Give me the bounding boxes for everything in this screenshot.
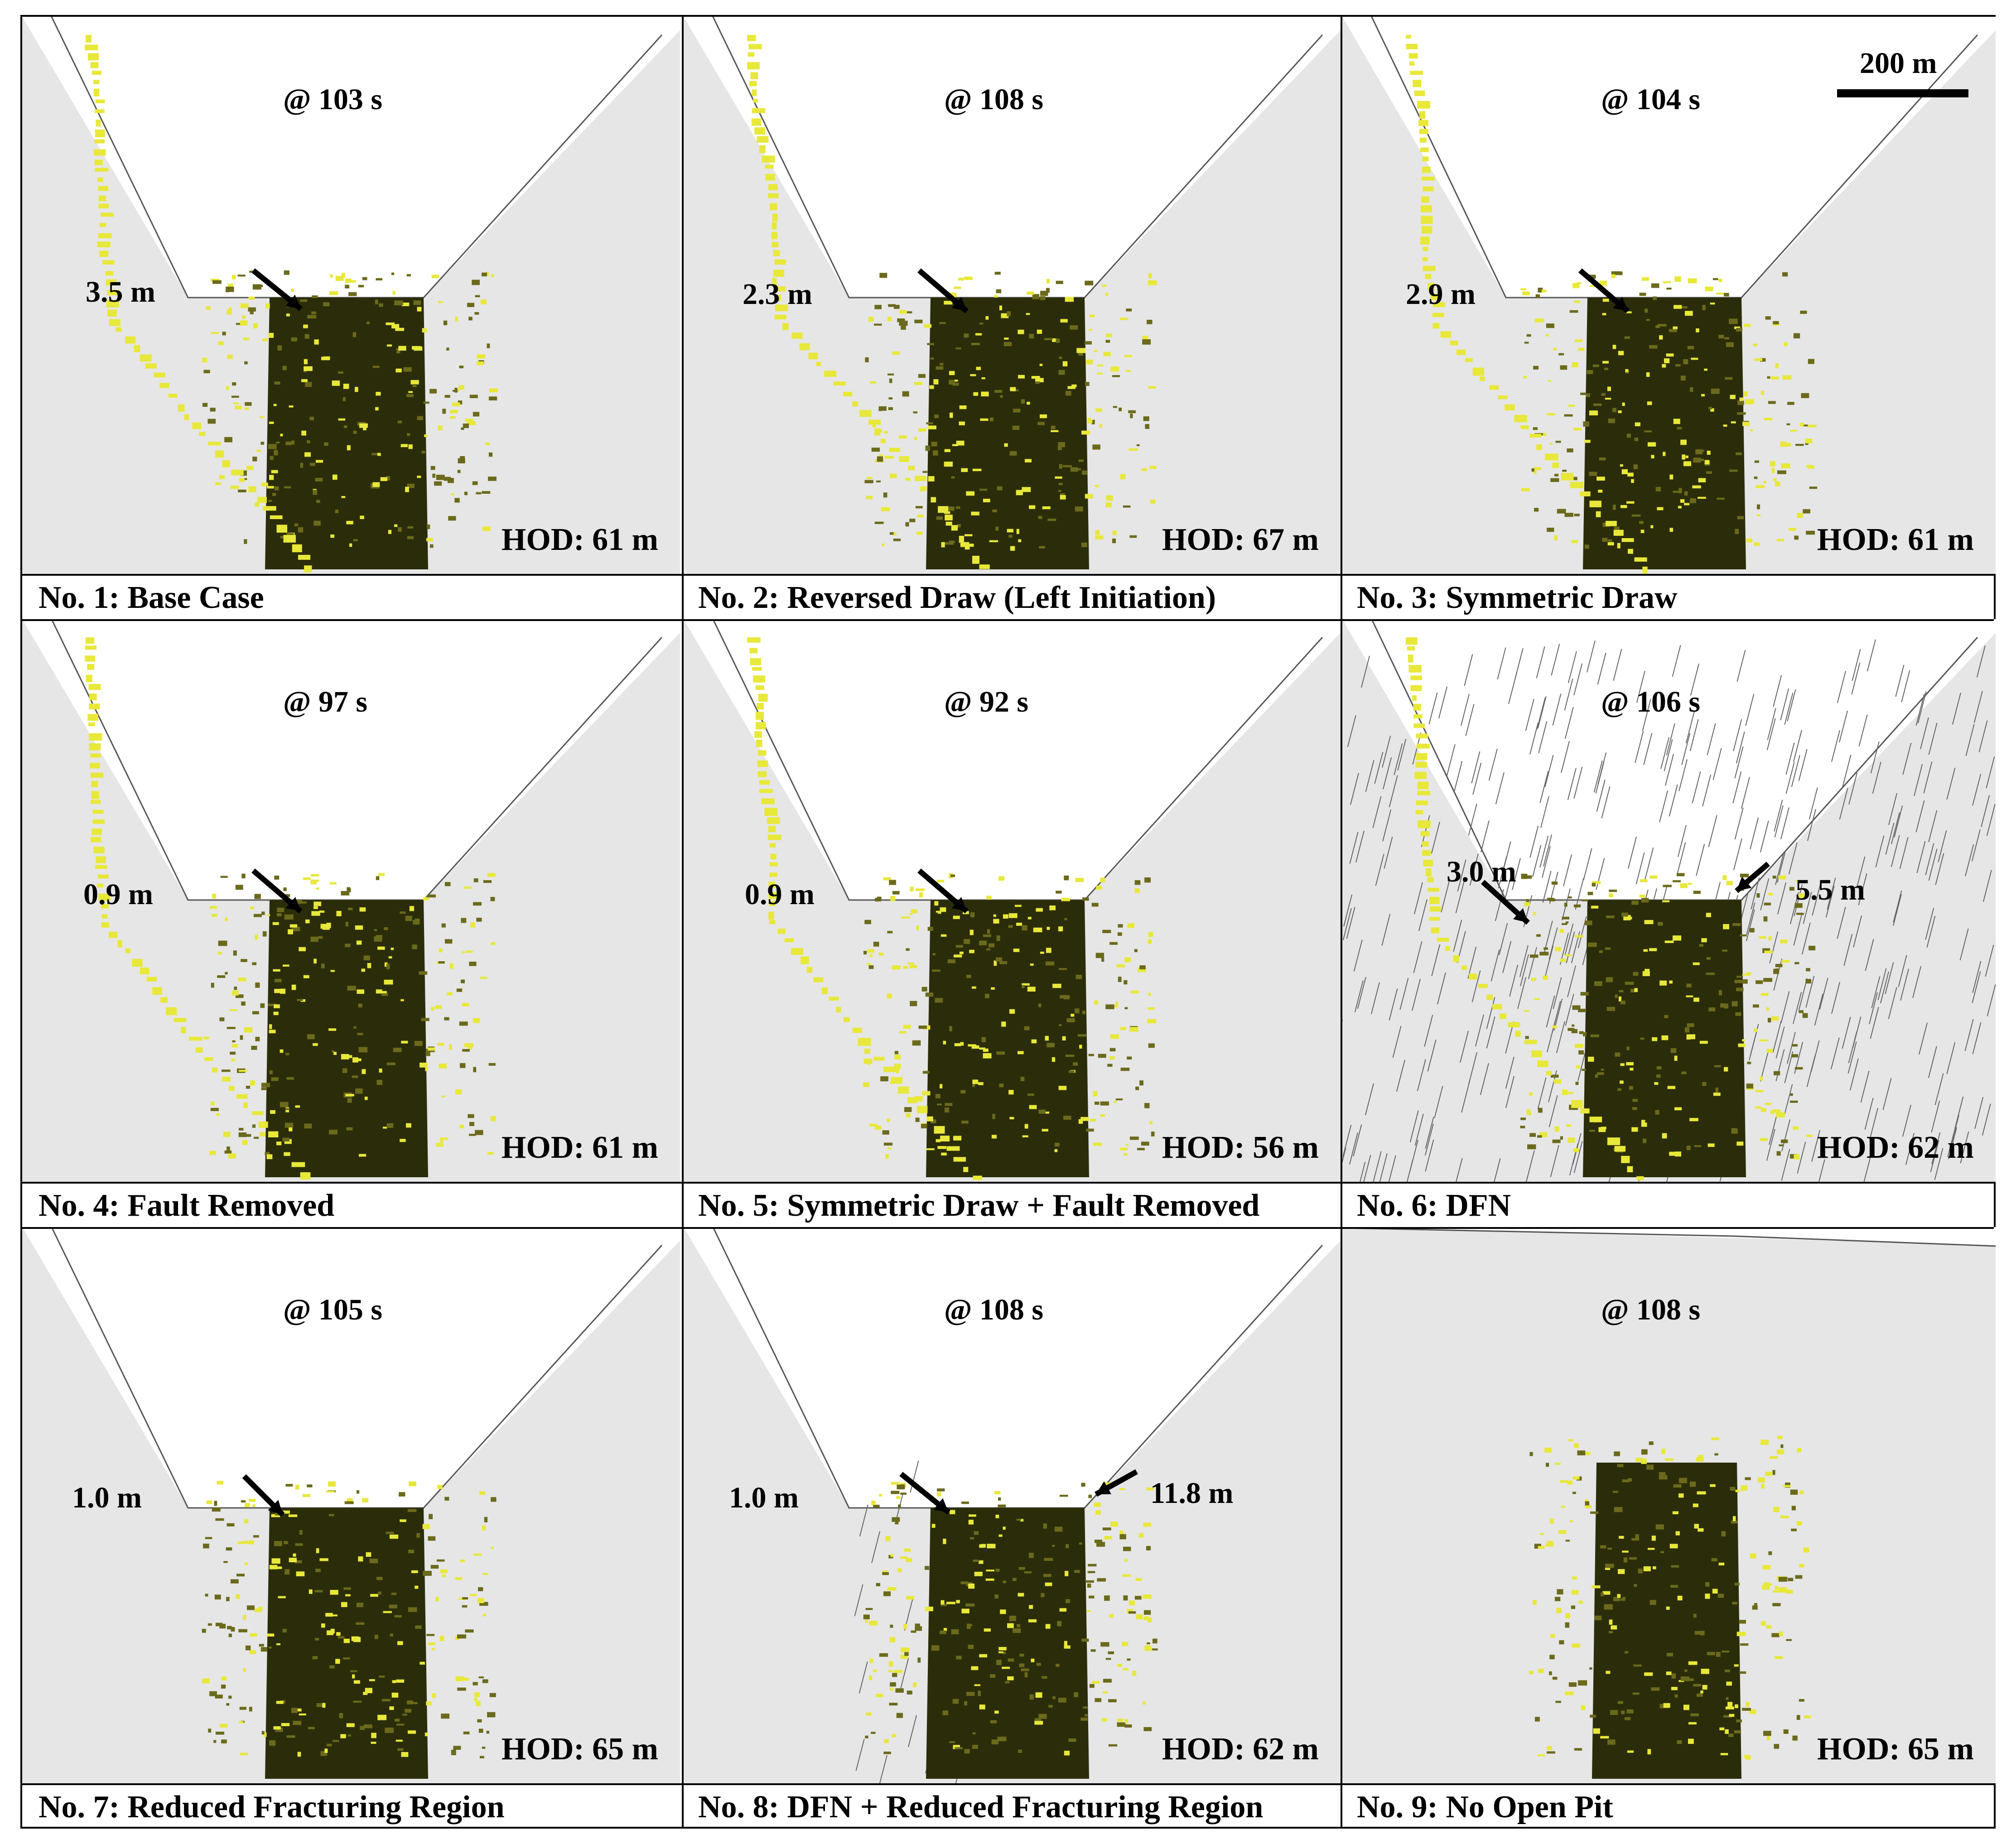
- hod-label: HOD: 62 m: [1817, 1130, 1974, 1165]
- simulation-view: [1342, 619, 1996, 1182]
- panel-1: @ 103 s HOD: 61 m 3.5 m: [22, 17, 680, 574]
- displacement-label: 5.5 m: [1795, 873, 1865, 906]
- panel-caption: No. 6: DFN: [1357, 1188, 1511, 1223]
- row-divider: [22, 1227, 1994, 1229]
- simulation-view: [22, 619, 680, 1182]
- displacement-label: 3.0 m: [1447, 855, 1516, 888]
- row-divider: [22, 574, 1994, 576]
- panel-caption: No. 3: Symmetric Draw: [1357, 580, 1678, 615]
- panel-9: @ 108 s HOD: 65 m: [1342, 1227, 1996, 1783]
- displacement-label: 0.9 m: [745, 878, 815, 911]
- hod-label: HOD: 61 m: [1817, 522, 1974, 557]
- panel-2: @ 108 s HOD: 67 m 2.3 m: [684, 17, 1341, 574]
- displacement-label: 2.9 m: [1406, 278, 1476, 311]
- hod-label: HOD: 56 m: [1162, 1130, 1319, 1165]
- scale-bar-label: 200 m: [1860, 47, 1937, 80]
- simulation-view: [684, 1227, 1341, 1783]
- panel-caption: No. 5: Symmetric Draw + Fault Removed: [698, 1188, 1260, 1223]
- panel-caption: No. 2: Reversed Draw (Left Initiation): [698, 580, 1216, 615]
- time-label: @ 105 s: [283, 1293, 383, 1326]
- displacement-label: 2.3 m: [743, 278, 812, 311]
- panel-caption: No. 9: No Open Pit: [1357, 1790, 1613, 1825]
- simulation-view: [1342, 17, 1996, 574]
- hod-label: HOD: 61 m: [501, 522, 658, 557]
- displacement-label: 3.5 m: [86, 275, 155, 308]
- figure-grid: @ 103 s HOD: 61 m 3.5 m No. 1: Base Case @ 1…: [20, 15, 1996, 1829]
- panel-caption: No. 8: DFN + Reduced Fracturing Region: [698, 1790, 1264, 1825]
- displacement-label: 0.9 m: [83, 878, 153, 911]
- panel-3: @ 104 s HOD: 61 m 2.9 m 200 m: [1342, 17, 1996, 574]
- time-label: @ 106 s: [1601, 685, 1701, 718]
- panel-4: @ 97 s HOD: 61 m 0.9 m: [22, 619, 680, 1182]
- time-label: @ 92 s: [944, 685, 1029, 718]
- panel-5: @ 92 s HOD: 56 m 0.9 m: [684, 619, 1341, 1182]
- simulation-view: [22, 1227, 680, 1783]
- row-divider: [22, 1783, 1994, 1785]
- row-divider: [22, 619, 1994, 621]
- hod-label: HOD: 65 m: [501, 1732, 658, 1767]
- time-label: @ 108 s: [944, 1293, 1044, 1326]
- simulation-view: [684, 619, 1341, 1182]
- column-divider: [1341, 17, 1342, 1827]
- simulation-view: [684, 17, 1341, 574]
- panel-8: @ 108 s HOD: 62 m 1.0 m 11.8 m: [684, 1227, 1341, 1783]
- panel-caption: No. 7: Reduced Fracturing Region: [39, 1790, 505, 1825]
- hod-label: HOD: 62 m: [1162, 1732, 1319, 1767]
- scale-bar: [1837, 89, 1968, 97]
- panel-caption: No. 1: Base Case: [39, 580, 264, 615]
- panel-6: @ 106 s HOD: 62 m 3.0 m 5.5 m: [1342, 619, 1996, 1182]
- displacement-label: 1.0 m: [729, 1481, 799, 1514]
- simulation-view: [1342, 1227, 1996, 1783]
- time-label: @ 103 s: [283, 83, 383, 116]
- hod-label: HOD: 65 m: [1817, 1732, 1974, 1767]
- time-label: @ 97 s: [283, 685, 368, 718]
- hod-label: HOD: 67 m: [1162, 522, 1319, 557]
- displacement-label: 1.0 m: [72, 1481, 142, 1514]
- panel-7: @ 105 s HOD: 65 m 1.0 m: [22, 1227, 680, 1783]
- time-label: @ 108 s: [1601, 1293, 1701, 1326]
- column-divider: [682, 17, 684, 1827]
- time-label: @ 108 s: [944, 83, 1044, 116]
- time-label: @ 104 s: [1601, 83, 1701, 116]
- hod-label: HOD: 61 m: [501, 1130, 658, 1165]
- panel-caption: No. 4: Fault Removed: [39, 1188, 335, 1223]
- row-divider: [22, 1182, 1994, 1184]
- simulation-view: [22, 17, 680, 574]
- displacement-label: 11.8 m: [1150, 1477, 1234, 1510]
